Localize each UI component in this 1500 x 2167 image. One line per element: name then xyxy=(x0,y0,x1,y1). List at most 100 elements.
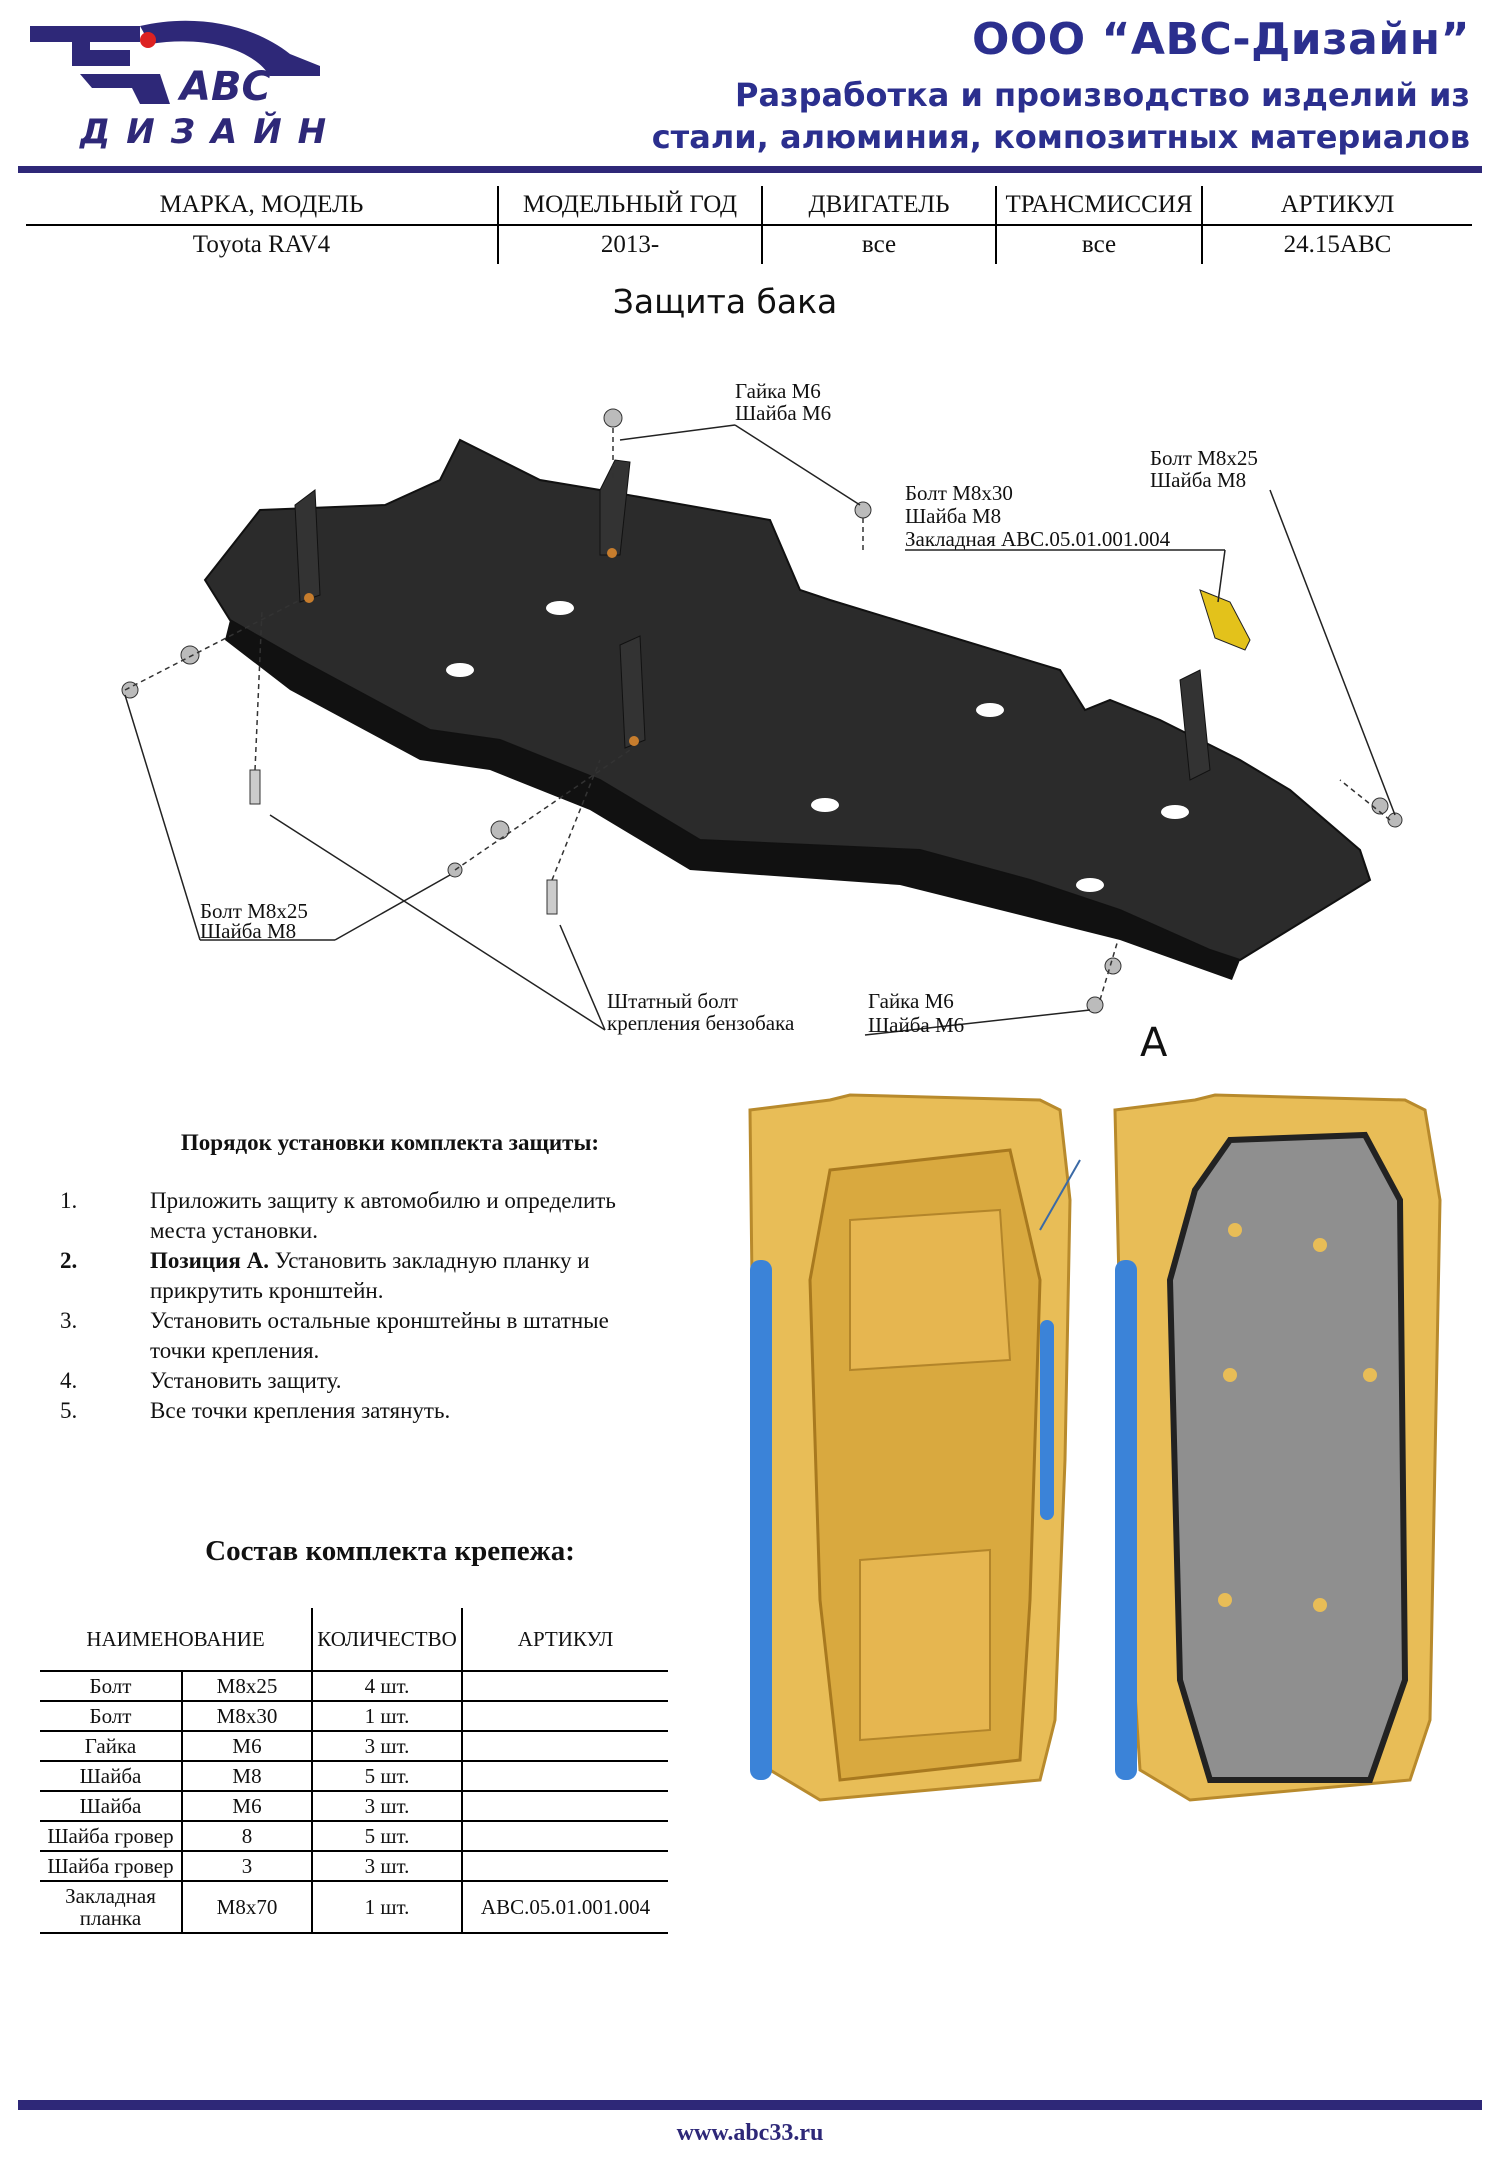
kit-cell: 3 шт. xyxy=(311,1731,462,1762)
install-order-title: Порядок установки комплекта защиты: xyxy=(180,1130,600,1155)
kit-cell: М8х25 xyxy=(181,1671,312,1702)
callout-right-line2: Шайба М8 xyxy=(1150,468,1246,492)
callout-bottom-line1: Гайка М6 xyxy=(868,989,954,1013)
kit-cell: Закладная планка xyxy=(40,1881,182,1934)
step-text: Установить защиту. xyxy=(150,1368,342,1393)
kit-cell: Шайба xyxy=(40,1791,182,1822)
info-value-cell: 24.15ABC xyxy=(1201,225,1472,264)
footer-url[interactable]: www.abc33.ru xyxy=(676,2120,824,2146)
vehicle-info-table: МАРКА, МОДЕЛЬ МОДЕЛЬНЫЙ ГОД ДВИГАТЕЛЬ ТР… xyxy=(26,186,1472,264)
install-steps-list: 1. Приложить защиту к автомобилю и опреде… xyxy=(60,1186,640,1426)
info-value-cell: 2013- xyxy=(497,225,762,264)
kit-cell: Шайба гровер xyxy=(40,1851,182,1882)
kit-cell xyxy=(461,1761,668,1792)
company-tagline: Разработка и производство изделий из ста… xyxy=(570,74,1470,158)
kit-cell: 3 xyxy=(181,1851,312,1882)
kit-cell: М6 xyxy=(181,1791,312,1822)
skid-plate-diagram: Гайка М6 Шайба М6 Болт М8х30 Шайба М8 За… xyxy=(121,379,1403,1037)
step-number: 3. xyxy=(60,1308,78,1333)
kit-cell: Болт xyxy=(40,1671,182,1702)
info-value-cell: все xyxy=(995,225,1202,264)
callout-top-nut-line1: Гайка М6 xyxy=(735,379,821,403)
kit-cell: Болт xyxy=(40,1701,182,1732)
underbody-with-plate xyxy=(1113,1093,1442,1802)
step-text: Установить остальные кронштейны в штатны… xyxy=(150,1308,609,1363)
info-header-cell: ДВИГАТЕЛЬ xyxy=(761,186,996,226)
callout-center-line1: Болт М8х30 xyxy=(905,481,1013,505)
install-step: 3. Установить остальные кронштейны в штат… xyxy=(60,1306,640,1366)
company-name: ООО “АВС-Дизайн” xyxy=(971,14,1470,65)
kit-cell: 5 шт. xyxy=(311,1821,462,1852)
step-number: 2. xyxy=(60,1248,78,1273)
kit-cell: 3 шт. xyxy=(311,1851,462,1882)
kit-cell xyxy=(461,1671,668,1702)
callout-left-line2: Шайба М8 xyxy=(200,919,296,943)
callout-top-nut-line2: Шайба М6 xyxy=(735,401,831,425)
footer-divider xyxy=(18,2100,1482,2110)
kit-cell: Шайба xyxy=(40,1761,182,1792)
install-step: 2. Позиция А. Установить закладную планку… xyxy=(60,1246,640,1306)
logo-text: АВС xyxy=(180,64,271,110)
tagline-line-1: Разработка и производство изделий из xyxy=(734,76,1470,114)
position-marker: A xyxy=(1140,1020,1168,1066)
logo-subtext: ДИЗАЙН xyxy=(80,112,343,152)
kit-cell: 1 шт. xyxy=(311,1881,462,1934)
step-text: Все точки крепления затянуть. xyxy=(150,1398,451,1423)
info-value-row: Toyota RAV4 2013- все все 24.15ABC xyxy=(26,225,1472,264)
step-text: Приложить защиту к автомобилю и определи… xyxy=(150,1188,616,1243)
kit-header-row: НАИМЕНОВАНИЕ КОЛИЧЕСТВО АРТИКУЛ xyxy=(40,1608,668,1672)
callout-center-line2: Шайба М8 xyxy=(905,504,1001,528)
kit-cell: М8х30 xyxy=(181,1701,312,1732)
callout-left-line1: Болт М8х25 xyxy=(200,899,308,923)
callout-tank-line1: Штатный болт xyxy=(607,989,738,1013)
step-number: 5. xyxy=(60,1398,78,1423)
install-step: 5. Все точки крепления затянуть. xyxy=(60,1396,640,1426)
callout-right-line1: Болт М8х25 xyxy=(1150,446,1258,470)
kit-cell: М6 xyxy=(181,1731,312,1762)
underbody-views xyxy=(748,1093,1442,1802)
kit-cell xyxy=(461,1791,668,1822)
step-number: 1. xyxy=(60,1188,78,1213)
callout-tank-line2: крепления бензобака xyxy=(607,1011,795,1035)
info-value-cell: все xyxy=(761,225,996,264)
tagline-line-2: стали, алюминия, композитных материалов xyxy=(651,118,1470,156)
kit-cell: 1 шт. xyxy=(311,1701,462,1732)
kit-header-cell: КОЛИЧЕСТВО xyxy=(311,1608,462,1672)
kit-cell xyxy=(461,1851,668,1882)
kit-cell: Шайба гровер xyxy=(40,1821,182,1852)
kit-cell: Гайка xyxy=(40,1731,182,1762)
kit-header-cell: АРТИКУЛ xyxy=(461,1608,668,1672)
company-logo: АВС ДИЗАЙН xyxy=(20,14,380,154)
kit-cell: АВС.05.01.001.004 xyxy=(461,1881,668,1934)
info-header-cell: ТРАНСМИССИЯ xyxy=(995,186,1202,226)
kit-header-cell: НАИМЕНОВАНИЕ xyxy=(40,1608,312,1672)
install-step: 1. Приложить защиту к автомобилю и опреде… xyxy=(60,1186,640,1246)
document-title: Защита бака xyxy=(612,282,838,321)
underbody-without-plate xyxy=(748,1093,1072,1802)
info-header-cell: МОДЕЛЬНЫЙ ГОД xyxy=(497,186,762,226)
header-divider xyxy=(18,166,1482,173)
step-text: Позиция А. Установить закладную планку и… xyxy=(150,1248,590,1303)
kit-cell: 3 шт. xyxy=(311,1791,462,1822)
logo-icon xyxy=(30,20,320,104)
kit-title: Состав комплекта крепежа: xyxy=(205,1535,575,1567)
callout-center-line3: Закладная АВС.05.01.001.004 xyxy=(905,527,1171,551)
info-header-cell: МАРКА, МОДЕЛЬ xyxy=(26,186,498,226)
kit-cell: 4 шт. xyxy=(311,1671,462,1702)
kit-cell xyxy=(461,1821,668,1852)
info-header-cell: АРТИКУЛ xyxy=(1201,186,1472,226)
install-step: 4.Установить защиту. xyxy=(60,1366,640,1396)
info-value-cell: Toyota RAV4 xyxy=(192,231,331,258)
kit-cell: М8 xyxy=(181,1761,312,1792)
kit-cell: М8х70 xyxy=(181,1881,312,1934)
kit-cell xyxy=(461,1701,668,1732)
info-header-row: МАРКА, МОДЕЛЬ МОДЕЛЬНЫЙ ГОД ДВИГАТЕЛЬ ТР… xyxy=(26,186,1472,226)
